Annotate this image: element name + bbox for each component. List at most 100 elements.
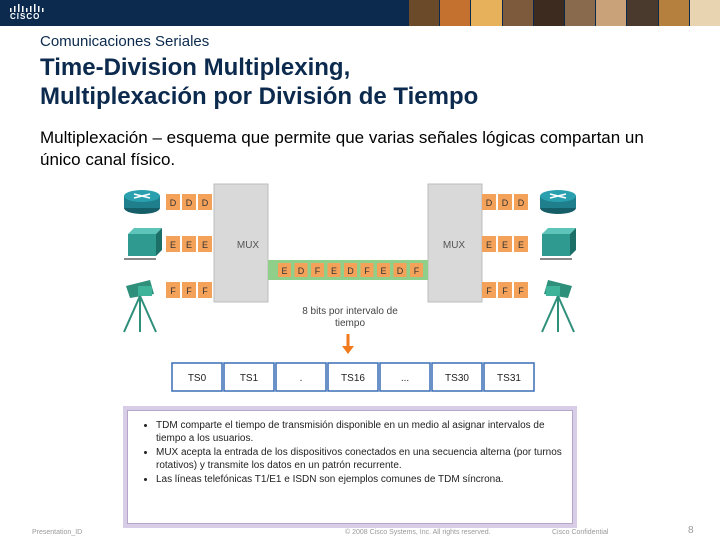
cell-d: D bbox=[502, 198, 509, 208]
stream-cell-label: E bbox=[380, 266, 386, 276]
timeslot-label: TS16 bbox=[341, 373, 365, 384]
timeslot-label: TS31 bbox=[497, 373, 521, 384]
cell-f: F bbox=[518, 286, 524, 296]
timeslot-label: ... bbox=[401, 373, 409, 384]
cell-d: D bbox=[186, 198, 193, 208]
description-text: Multiplexación – esquema que permite que… bbox=[40, 128, 644, 169]
header-photo bbox=[470, 0, 502, 26]
right-f-row: F F F bbox=[482, 282, 528, 298]
header-photo bbox=[532, 0, 565, 26]
stream-cell bbox=[294, 263, 308, 277]
header-photo bbox=[564, 0, 596, 26]
right-d-row: D D D bbox=[482, 194, 528, 210]
timeslot-cell bbox=[275, 362, 327, 392]
cell-f: F bbox=[486, 286, 492, 296]
bullet-item: MUX acepta la entrada de los dispositivo… bbox=[156, 446, 562, 472]
stream-cell-label: F bbox=[315, 266, 321, 276]
header-photo-strip bbox=[408, 0, 720, 26]
down-arrow-icon bbox=[342, 334, 354, 354]
left-e-row: E E E bbox=[166, 236, 212, 252]
header-photo bbox=[439, 0, 471, 26]
stream-cell-label: F bbox=[364, 266, 370, 276]
cell-e: E bbox=[170, 240, 176, 250]
stream-cell bbox=[360, 263, 374, 277]
stream-cell-label: D bbox=[298, 266, 305, 276]
cell-f: F bbox=[186, 286, 192, 296]
footer-confidential: Cisco Confidential bbox=[552, 529, 609, 536]
timeslot-cell bbox=[431, 362, 483, 392]
stream-cell-label: F bbox=[414, 266, 420, 276]
stream-cell bbox=[311, 263, 324, 277]
cisco-bars-icon bbox=[10, 4, 44, 12]
cell-d: D bbox=[202, 198, 209, 208]
stream-cell bbox=[327, 263, 341, 277]
page-number: 8 bbox=[688, 525, 694, 536]
header-photo bbox=[626, 0, 658, 26]
stream-cell bbox=[278, 263, 291, 277]
header-bar: CISCO bbox=[0, 0, 720, 26]
switch-icon-right bbox=[540, 228, 576, 260]
header-photo bbox=[688, 0, 720, 26]
title-line-1: Time-Division Multiplexing, bbox=[40, 54, 351, 81]
header-photo bbox=[595, 0, 627, 26]
header-photo bbox=[501, 0, 533, 26]
bullet-item: TDM comparte el tiempo de transmisión di… bbox=[156, 419, 562, 445]
stream-cell bbox=[377, 263, 390, 277]
stream-cell-label: D bbox=[397, 266, 404, 276]
cell-d: D bbox=[518, 198, 525, 208]
title-line-2: Multiplexación por División de Tiempo bbox=[40, 83, 479, 110]
cell-f: F bbox=[202, 286, 208, 296]
logo-text: CISCO bbox=[10, 12, 41, 21]
footer-copyright: © 2008 Cisco Systems, Inc. All rights re… bbox=[345, 529, 491, 536]
cell-d: D bbox=[486, 198, 493, 208]
timeslot-cell bbox=[327, 362, 379, 392]
timeslot-cell bbox=[171, 362, 223, 392]
footer-presentation-id: Presentation_ID bbox=[32, 529, 83, 536]
router-icon-right bbox=[540, 190, 576, 214]
right-e-row: E E E bbox=[482, 236, 528, 252]
timeslot-label: . bbox=[300, 373, 303, 384]
section-title: Comunicaciones Seriales bbox=[40, 33, 210, 50]
cell-e: E bbox=[502, 240, 508, 250]
left-f-row: F F F bbox=[166, 282, 212, 298]
camera-icon-right bbox=[541, 280, 575, 333]
timeslot-label: TS0 bbox=[188, 373, 207, 384]
bullet-item: Las líneas telefónicas T1/E1 e ISDN son … bbox=[156, 473, 562, 486]
cell-e: E bbox=[518, 240, 524, 250]
header-photo bbox=[657, 0, 689, 26]
stream-cell bbox=[410, 263, 423, 277]
timeslot-label: TS30 bbox=[445, 373, 469, 384]
timeslot-bar: TS0 TS1. TS16... TS30 TS31 bbox=[171, 362, 535, 392]
mux-label-left: MUX bbox=[237, 240, 260, 251]
info-callout: TDM comparte el tiempo de transmisión di… bbox=[127, 410, 573, 524]
timeslot-cell bbox=[483, 362, 535, 392]
cell-f: F bbox=[170, 286, 176, 296]
interval-label-line: 8 bits por intervalo de bbox=[302, 306, 398, 317]
stream-cell-label: D bbox=[347, 266, 354, 276]
camera-icon-left bbox=[123, 280, 157, 333]
mux-label-right: MUX bbox=[443, 240, 466, 251]
stream-cell bbox=[344, 263, 357, 277]
page-title: Time-Division Multiplexing, Multiplexaci… bbox=[40, 53, 478, 111]
left-d-row: D D D bbox=[166, 194, 212, 210]
cell-d: D bbox=[170, 198, 177, 208]
mux-box-left bbox=[213, 183, 269, 303]
switch-icon-left bbox=[124, 228, 162, 260]
stream-cell-label: E bbox=[281, 266, 287, 276]
cell-e: E bbox=[202, 240, 208, 250]
header-photo bbox=[408, 0, 440, 26]
timeslot-cell bbox=[379, 362, 431, 392]
stream-cell bbox=[393, 263, 407, 277]
bullet-list: TDM comparte el tiempo de transmisión di… bbox=[128, 411, 572, 486]
interval-label-line: tiempo bbox=[335, 318, 365, 329]
cell-e: E bbox=[186, 240, 192, 250]
router-icon-left bbox=[124, 190, 160, 214]
timeslot-cell bbox=[223, 362, 275, 392]
cell-f: F bbox=[502, 286, 508, 296]
cisco-logo: CISCO bbox=[8, 4, 48, 22]
timeslot-label: TS1 bbox=[240, 373, 259, 384]
stream-cell-label: E bbox=[331, 266, 337, 276]
